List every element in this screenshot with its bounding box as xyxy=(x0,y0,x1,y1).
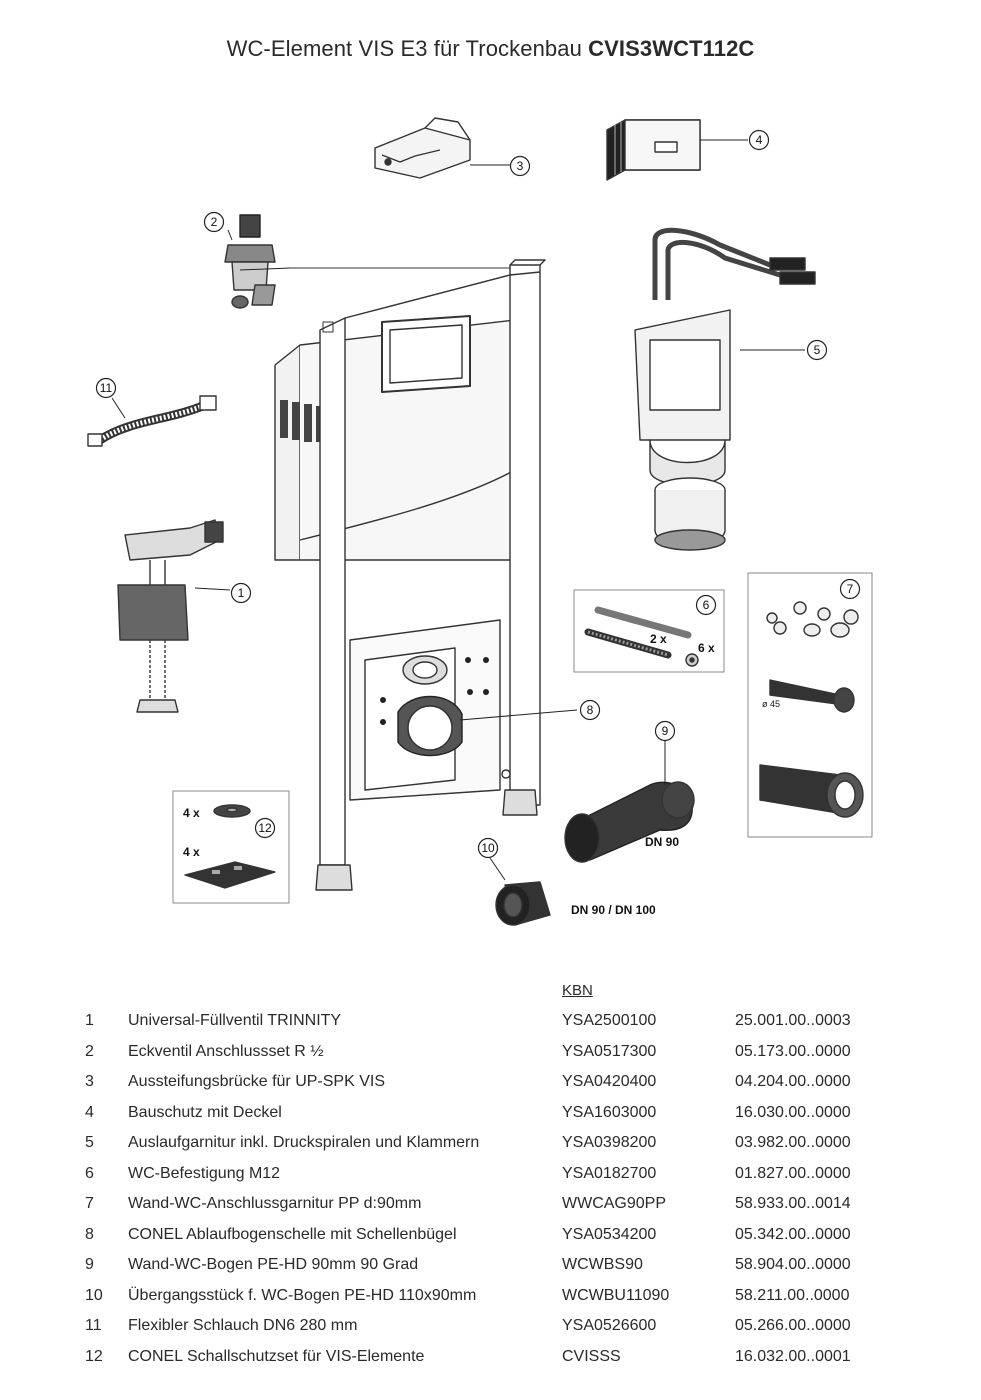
part-article: 58.904.00..0000 xyxy=(735,1256,851,1273)
part-article: 05.342.00..0000 xyxy=(735,1225,851,1243)
callout-9: 9 xyxy=(662,724,669,738)
callout-2: 2 xyxy=(211,215,218,229)
callout-11: 11 xyxy=(100,381,113,395)
part-description: CONEL Schallschutzset für VIS-Elemente xyxy=(128,1347,425,1365)
callout-1: 1 xyxy=(238,586,245,600)
part-number: 11 xyxy=(85,1317,102,1334)
part-description: CONEL Ablaufbogenschelle mit Schellenbüg… xyxy=(128,1225,457,1243)
part-kbn: WCWBU11090 xyxy=(562,1286,670,1304)
part-number: 6 xyxy=(85,1164,94,1182)
callout-3: 3 xyxy=(517,159,524,173)
parts-row: 9 Wand-WC-Bogen PE-HD 90mm 90 Grad WCWBS… xyxy=(0,1256,981,1286)
exploded-drawing: 1 2 3 4 5 6 7 8 9 10 11 12 2 x 6 x ø 45 … xyxy=(87,117,873,926)
part-article: 16.030.00..0000 xyxy=(735,1103,851,1121)
part-number: 8 xyxy=(85,1225,94,1243)
part-description: Eckventil Anschlussset R ½ xyxy=(128,1042,324,1060)
part-kbn: YSA2500100 xyxy=(562,1012,657,1029)
part-number: 2 xyxy=(85,1042,94,1060)
callout-8: 8 xyxy=(587,703,594,717)
callout-5: 5 xyxy=(814,343,821,357)
part-annotations: 2 x 6 x ø 45 DN 90 DN 90 / DN 100 4 x 4 … xyxy=(183,632,780,917)
part12-washer-qty: 4 x xyxy=(183,806,200,820)
transition-piece-part-10 xyxy=(495,881,551,926)
parts-row: 1 Universal-Füllventil TRINNITY YSA25001… xyxy=(0,1012,981,1042)
installation-frame xyxy=(274,259,546,891)
parts-row: 4 Bauschutz mit Deckel YSA1603000 16.030… xyxy=(0,1104,981,1134)
sound-insulation-set-part-12 xyxy=(172,790,290,904)
part6-nut-qty: 6 x xyxy=(698,641,715,655)
kbn-column-header: KBN xyxy=(562,982,593,999)
part-kbn: YSA0182700 xyxy=(562,1164,657,1182)
part9-size: DN 90 xyxy=(645,835,679,849)
part-article: 04.204.00..0000 xyxy=(735,1073,851,1090)
flush-valve-part-5 xyxy=(634,227,816,551)
part-kbn: WCWBS90 xyxy=(562,1256,643,1273)
part-description: Übergangsstück f. WC-Bogen PE-HD 110x90m… xyxy=(128,1286,477,1304)
callout-markers: 1 2 3 4 5 6 7 8 9 10 11 12 xyxy=(95,129,861,859)
part-description: Auslaufgarnitur inkl. Druckspiralen und … xyxy=(128,1134,480,1151)
angle-valve-part-2 xyxy=(224,214,276,309)
callout-10: 10 xyxy=(481,841,495,855)
part-kbn: YSA0517300 xyxy=(562,1042,657,1060)
parts-row: 7 Wand-WC-Anschlussgarnitur PP d:90mm WW… xyxy=(0,1195,981,1225)
wall-wc-connection-kit-part-7 xyxy=(747,572,873,838)
part-number: 9 xyxy=(85,1256,94,1273)
stiffening-bridge-part-3 xyxy=(374,117,471,179)
part-kbn: YSA1603000 xyxy=(562,1103,657,1121)
parts-row: 2 Eckventil Anschlussset R ½ YSA0517300 … xyxy=(0,1043,981,1073)
part-kbn: YSA0526600 xyxy=(562,1317,657,1334)
page-title: WC-Element VIS E3 für Trockenbau CVIS3WC… xyxy=(0,36,981,62)
drain-bend-clamp-part-8 xyxy=(397,695,463,757)
part-article: 58.933.00..0014 xyxy=(735,1195,851,1212)
part-description: Bauschutz mit Deckel xyxy=(128,1103,282,1121)
part-description: WC-Befestigung M12 xyxy=(128,1164,281,1182)
flexible-hose-part-11 xyxy=(87,395,217,447)
callout-7: 7 xyxy=(847,582,854,596)
parts-row: 3 Aussteifungsbrücke für UP-SPK VIS YSA0… xyxy=(0,1073,981,1103)
part-kbn: YSA0534200 xyxy=(562,1225,657,1243)
fill-valve-part-1 xyxy=(117,519,224,713)
parts-row: 5 Auslaufgarnitur inkl. Druckspiralen un… xyxy=(0,1134,981,1164)
part-description: Wand-WC-Anschlussgarnitur PP d:90mm xyxy=(128,1195,422,1212)
part10-size: DN 90 / DN 100 xyxy=(571,903,656,917)
wc-bend-part-9 xyxy=(564,781,695,863)
wc-fixing-kit-part-6 xyxy=(573,589,725,673)
parts-row: 12 CONEL Schallschutzset für VIS-Element… xyxy=(0,1348,981,1378)
title-model: CVIS3WCT112C xyxy=(588,36,755,61)
part-article: 05.266.00..0000 xyxy=(735,1317,851,1334)
part-description: Wand-WC-Bogen PE-HD 90mm 90 Grad xyxy=(128,1256,419,1273)
part6-rod-qty: 2 x xyxy=(650,632,667,646)
part12-pad-qty: 4 x xyxy=(183,845,200,859)
part7-diameter: ø 45 xyxy=(762,699,780,709)
part-article: 16.032.00..0001 xyxy=(735,1347,851,1365)
part-description: Aussteifungsbrücke für UP-SPK VIS xyxy=(128,1073,385,1090)
part-number: 12 xyxy=(85,1347,103,1365)
parts-row: 6 WC-Befestigung M12 YSA0182700 01.827.0… xyxy=(0,1165,981,1195)
part-number: 10 xyxy=(85,1286,103,1304)
part-number: 7 xyxy=(85,1195,94,1212)
parts-row: 10 Übergangsstück f. WC-Bogen PE-HD 110x… xyxy=(0,1287,981,1317)
part-description: Universal-Füllventil TRINNITY xyxy=(128,1012,342,1029)
part-article: 05.173.00..0000 xyxy=(735,1042,851,1060)
part-article: 58.211.00..0000 xyxy=(735,1286,850,1304)
part-description: Flexibler Schlauch DN6 280 mm xyxy=(128,1317,358,1334)
part-kbn: CVISSS xyxy=(562,1347,621,1365)
part-article: 01.827.00..0000 xyxy=(735,1164,851,1182)
part-kbn: YSA0420400 xyxy=(562,1073,657,1090)
part-number: 4 xyxy=(85,1103,94,1121)
part-number: 1 xyxy=(85,1012,94,1029)
part-kbn: WWCAG90PP xyxy=(562,1195,667,1212)
part-number: 3 xyxy=(85,1073,94,1090)
part-kbn: YSA0398200 xyxy=(562,1134,657,1151)
title-prefix: WC-Element VIS E3 für Trockenbau xyxy=(226,36,582,61)
callout-6: 6 xyxy=(703,598,710,612)
part-article: 03.982.00..0000 xyxy=(735,1134,851,1151)
part-article: 25.001.00..0003 xyxy=(735,1012,851,1029)
part-number: 5 xyxy=(85,1134,94,1151)
parts-row: 11 Flexibler Schlauch DN6 280 mm YSA0526… xyxy=(0,1317,981,1347)
callout-12: 12 xyxy=(258,821,272,835)
parts-row: 8 CONEL Ablaufbogenschelle mit Schellenb… xyxy=(0,1226,981,1256)
callout-4: 4 xyxy=(756,133,763,147)
construction-cover-part-4 xyxy=(606,119,701,181)
